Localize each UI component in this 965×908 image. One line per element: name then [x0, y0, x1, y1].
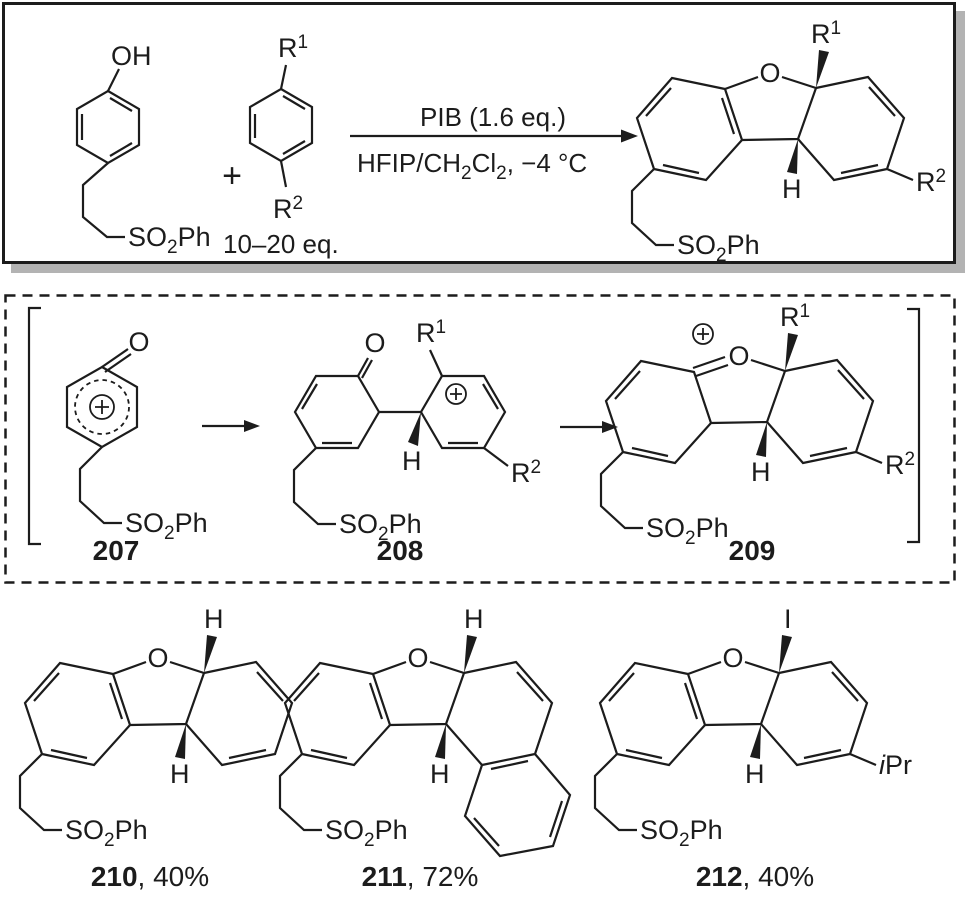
compound-number-207: 207 [93, 535, 140, 566]
structure-211: O H H SO2Ph 211, 72% [278, 604, 572, 892]
wedge-bond-h [750, 724, 761, 759]
bond-lines [593, 660, 877, 832]
sulfone-label: SO2Ph [677, 230, 760, 261]
h-label-top: H [464, 604, 484, 634]
oxygen-label: O [128, 327, 149, 357]
bracket-right [907, 307, 921, 544]
plus-charge-symbol [89, 394, 115, 420]
r2-label: R2 [916, 166, 946, 197]
r1-label: R1 [811, 18, 841, 49]
bracket-left [27, 306, 41, 546]
compound-number-208: 208 [377, 535, 424, 566]
wedge-bond-r1 [816, 50, 829, 88]
arrow-208-to-209 [560, 421, 618, 433]
compound-label-211: 211, 72% [362, 861, 479, 892]
wedge-bond-h [756, 422, 767, 457]
arrow-207-to-208 [202, 420, 260, 432]
bond-lines [599, 355, 883, 530]
equivalents-label: 10–20 eq. [223, 229, 339, 259]
wedge-bond-h [408, 412, 421, 446]
dashed-border [4, 294, 956, 584]
bond-lines [18, 660, 294, 832]
wedge-bond-h-bottom [175, 724, 186, 759]
structure-arene: R1 R2 10–20 eq. [223, 32, 339, 259]
r2-label: R2 [273, 193, 303, 224]
sulfone-label: SO2Ph [128, 222, 211, 258]
sulfone-label: SO2Ph [65, 815, 148, 851]
hydroxyl-label: OH [111, 41, 152, 71]
compound-label-212: 212, 40% [696, 861, 814, 892]
r1-label: R1 [416, 317, 446, 348]
oxygen-label: O [759, 58, 780, 88]
structure-207: O SO2Ph 207 [65, 327, 208, 566]
h-label-bottom: H [430, 759, 450, 789]
oxygen-label: O [728, 341, 749, 371]
compound-number-209: 209 [729, 535, 776, 566]
wedge-bond-iodine [779, 635, 792, 673]
isopropyl-label: iPr [879, 750, 912, 780]
reaction-box: OH SO2Ph + R1 R2 10–20 eq. [2, 2, 956, 264]
conditions-above: PIB (1.6 eq.) [420, 102, 566, 132]
sulfone-label: SO2Ph [125, 508, 208, 544]
h-label: H [782, 174, 802, 204]
oxygen-label: O [407, 643, 428, 673]
structure-212: O I H iPr SO2Ph 212, 40% [593, 604, 912, 892]
wedge-bond-h-top [464, 635, 477, 673]
r2-label: R2 [511, 457, 541, 488]
wedge-bond-h-top [204, 635, 217, 673]
wedge-bond-r1 [785, 333, 798, 371]
reaction-arrow: PIB (1.6 eq.) HFIP/CH2Cl2, −4 °C [350, 102, 638, 184]
h-label-bottom: H [170, 759, 190, 789]
structure-209: O R1 H R2 SO2Ph 209 [599, 301, 915, 566]
bond-lines [630, 75, 914, 247]
bond-lines [278, 660, 572, 858]
structure-208: O R1 H R2 SO2Ph 208 [292, 317, 541, 566]
bond-lines [65, 348, 139, 525]
sulfone-label: SO2Ph [325, 815, 408, 851]
compound-label-210: 210, 40% [91, 861, 209, 892]
oxygen-label: O [364, 328, 385, 358]
plus-charge-symbol [445, 383, 467, 405]
structure-phenol-sulfone: OH SO2Ph [75, 41, 211, 258]
plus-charge-symbol [692, 323, 714, 345]
wedge-bond-h [787, 139, 798, 174]
bond-lines [248, 64, 314, 188]
plus-sign: + [222, 157, 242, 195]
bond-lines [75, 68, 141, 239]
sulfone-label: SO2Ph [646, 513, 729, 549]
sulfone-label: SO2Ph [339, 509, 422, 545]
products-row: O H H SO2Ph 210, 40% [18, 604, 912, 892]
arrow-head [621, 129, 638, 143]
h-label: H [745, 759, 765, 789]
wedge-bond-h-bottom [435, 724, 446, 759]
structure-210: O H H SO2Ph 210, 40% [18, 604, 294, 892]
r1-label: R1 [780, 301, 810, 332]
reaction-box-canvas: OH SO2Ph + R1 R2 10–20 eq. [75, 18, 946, 261]
structure-product: O R1 H R2 SO2Ph [630, 18, 946, 261]
bond-lines [292, 349, 509, 526]
oxygen-label: O [147, 643, 168, 673]
r2-label: R2 [885, 449, 915, 480]
sulfone-label: SO2Ph [640, 815, 723, 851]
conditions-below: HFIP/CH2Cl2, −4 °C [357, 148, 587, 184]
h-label: H [402, 446, 422, 476]
h-label-top: H [204, 604, 224, 634]
h-label: H [751, 457, 771, 487]
mechanism-box: O SO2Ph 207 [4, 294, 956, 584]
oxygen-label: O [722, 643, 743, 673]
r1-label: R1 [278, 32, 308, 63]
delocalization-circle [74, 379, 130, 435]
iodine-label: I [784, 604, 792, 634]
